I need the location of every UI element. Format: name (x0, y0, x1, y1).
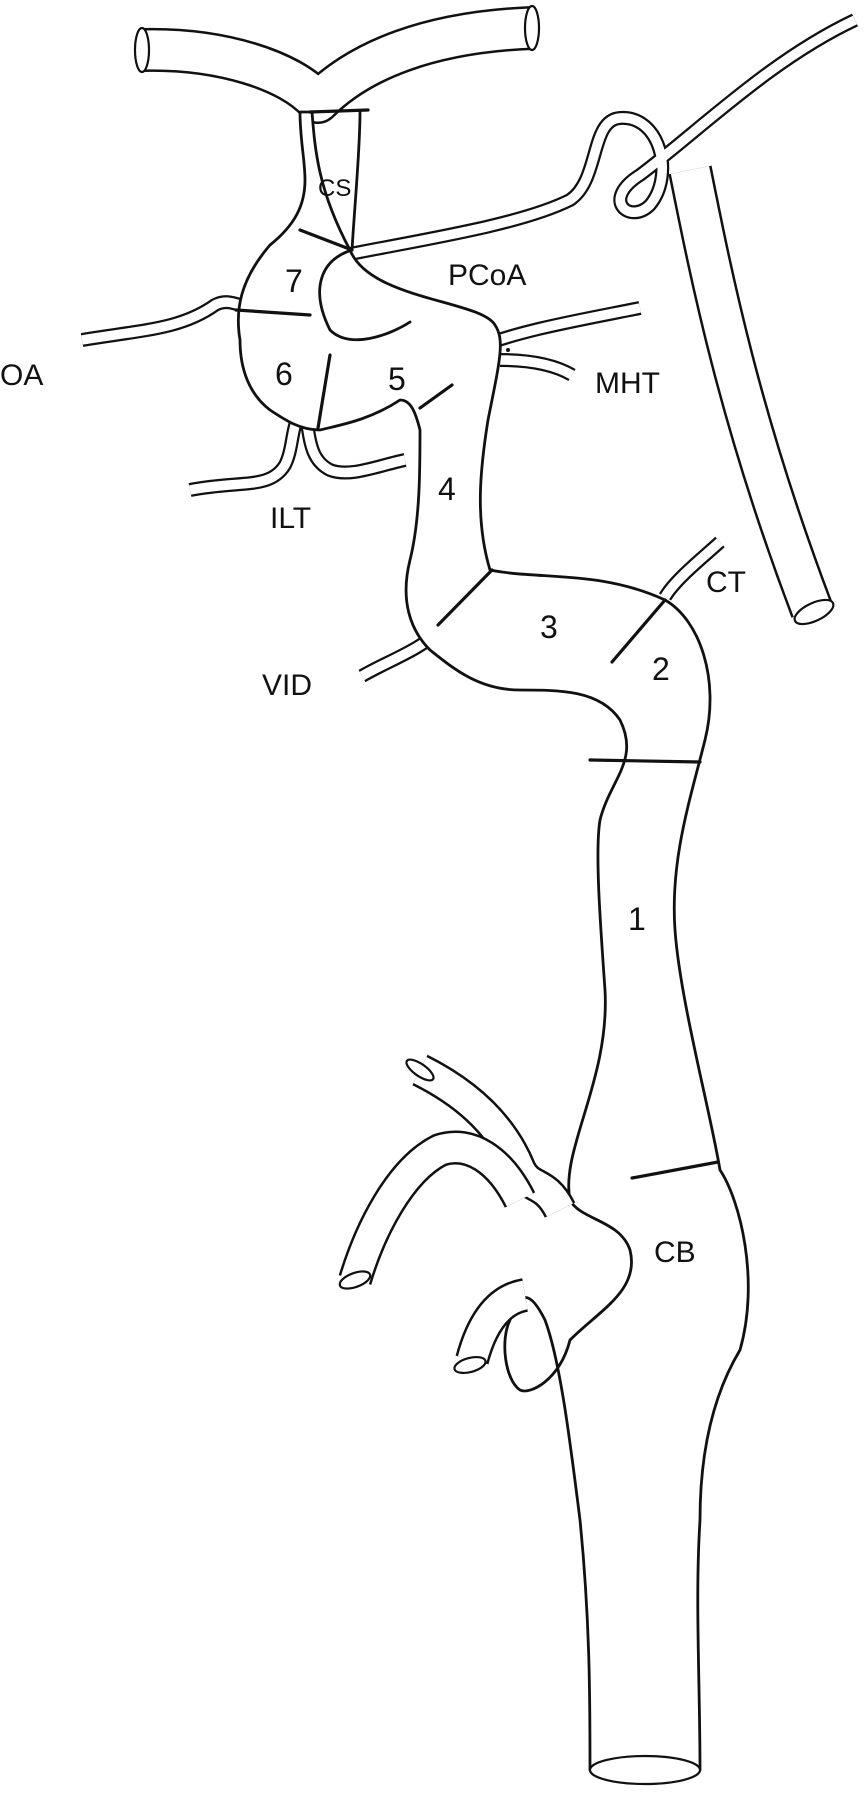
segment-dividers (234, 108, 720, 1180)
anatomy-labels: CS PCoA OA MHT ILT VID CT CB (0, 175, 746, 1269)
mht-label: MHT (595, 367, 660, 400)
cb-label: CB (654, 1236, 696, 1269)
segment-7-label: 7 (285, 263, 303, 299)
segment-3-label: 3 (540, 609, 558, 645)
pcoa-vessel (343, 13, 858, 262)
cs-label: CS (318, 175, 351, 202)
ilt-label: ILT (270, 502, 311, 535)
right-terminal-opening (523, 4, 541, 52)
segment-5-label: 5 (388, 361, 406, 397)
posterior-tube (668, 165, 835, 626)
external-carotid-branches (338, 1054, 576, 1375)
segment-numbers: 1 2 3 4 5 6 7 (275, 263, 670, 937)
ica-main-vessel (236, 110, 750, 1772)
ct-label: CT (706, 566, 746, 599)
segment-6-label: 6 (275, 356, 293, 392)
posterior-tube-opening (793, 598, 835, 626)
pcoa-label: PCoA (448, 259, 526, 292)
segment-4-label: 4 (438, 471, 456, 507)
terminal-bifurcation (133, 4, 541, 124)
left-terminal-opening (133, 26, 151, 74)
common-carotid-opening (588, 1754, 702, 1786)
vid-label: VID (262, 669, 312, 702)
oa-label: OA (0, 359, 43, 392)
segment-1-label: 1 (628, 901, 646, 937)
segment-2-label: 2 (652, 651, 670, 687)
